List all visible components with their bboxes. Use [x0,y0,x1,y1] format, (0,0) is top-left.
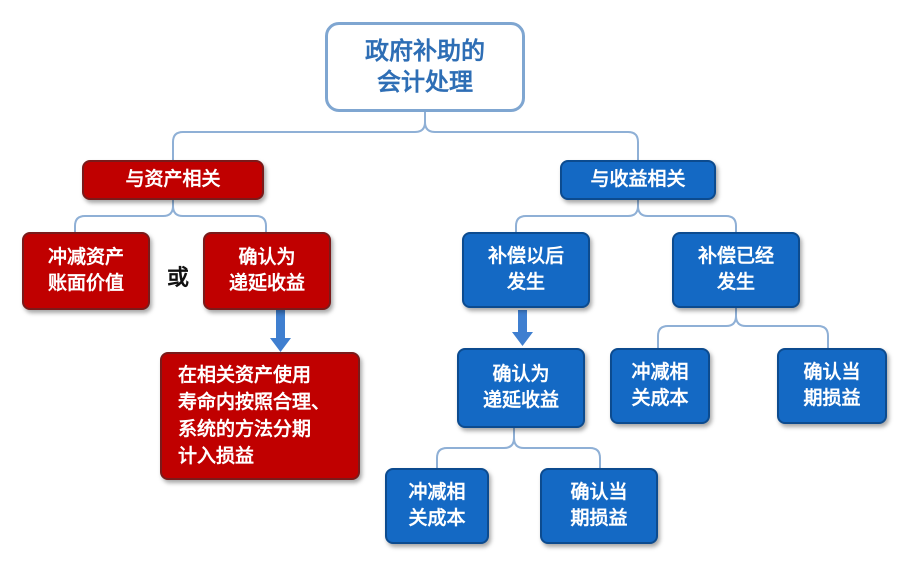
later-current-pl-node: 确认当 期损益 [540,468,658,544]
reduce-asset-value-node: 冲减资产 账面价值 [22,232,150,310]
asset-related-node: 与资产相关 [82,160,264,200]
root-node: 政府补助的 会计处理 [325,22,525,112]
compensate-later-node: 补偿以后 发生 [462,232,590,308]
later-reduce-cost-node: 冲减相 关成本 [385,468,489,544]
deferred-income-node: 确认为 递延收益 [457,348,585,428]
incurred-current-pl-node: 确认当 期损益 [777,348,887,424]
arrow-down-blue [512,310,533,346]
income-related-node: 与收益相关 [560,160,716,200]
or-label: 或 [167,266,190,291]
compensate-incurred-node: 补偿已经 发生 [672,232,800,308]
arrow-down-red [270,310,291,352]
deferred-income-asset-node: 确认为 递延收益 [203,232,331,310]
amortize-detail-node: 在相关资产使用 寿命内按照合理、 系统的方法分期 计入损益 [160,352,360,480]
incurred-reduce-cost-node: 冲减相 关成本 [610,348,710,424]
